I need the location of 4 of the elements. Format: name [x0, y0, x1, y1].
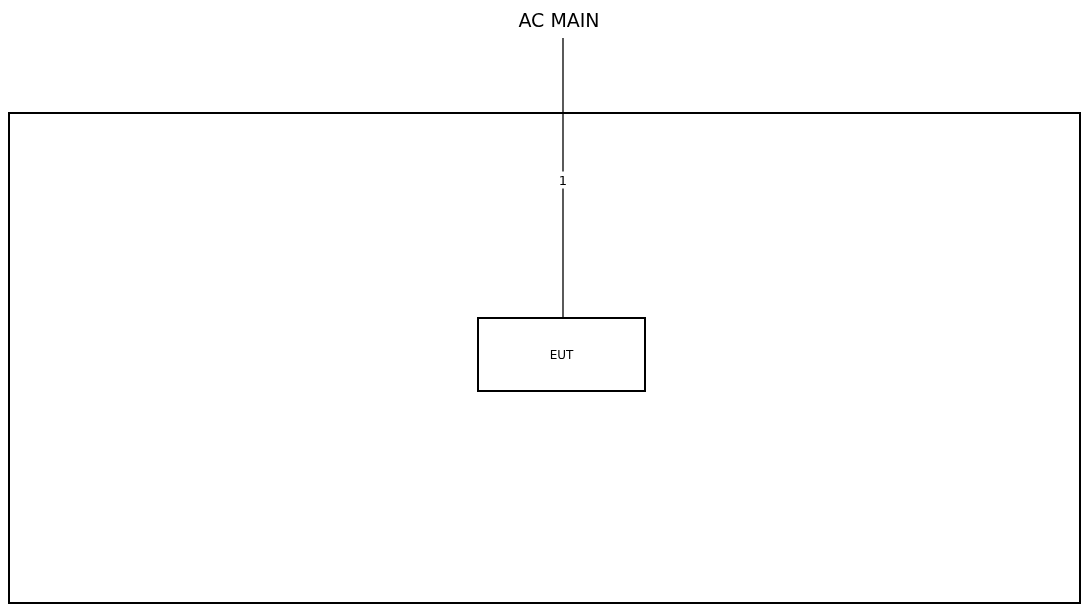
enclosure-box — [8, 112, 1081, 604]
connector-line — [562, 37, 564, 318]
equipment-box: EUT — [477, 317, 646, 392]
supply-label: AC MAIN — [500, 4, 618, 36]
